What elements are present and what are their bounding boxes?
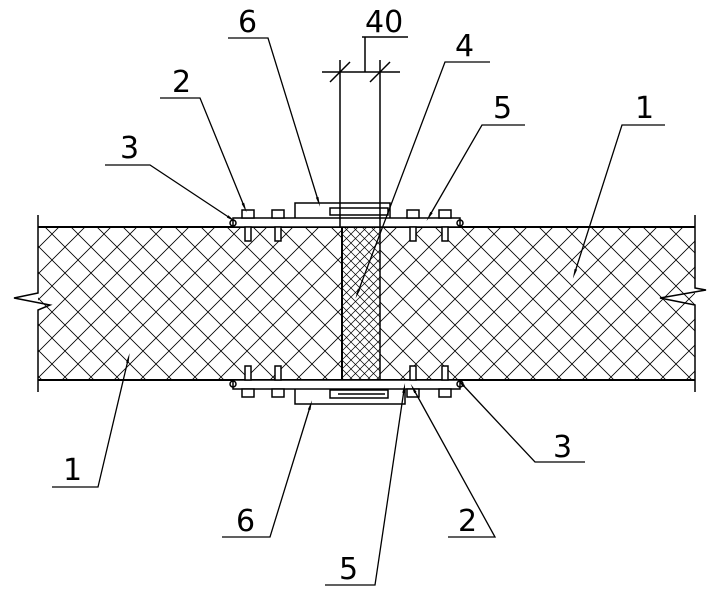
leader-right-1 <box>572 124 665 279</box>
break-line-right <box>659 215 707 392</box>
label-top-5: 5 <box>493 91 512 126</box>
label-top-4: 4 <box>455 29 474 64</box>
label-bottom-3: 3 <box>553 430 572 465</box>
label-bottom-2: 2 <box>458 504 477 539</box>
leader-top-2 <box>160 97 247 213</box>
leader-top-4 <box>355 61 490 299</box>
leader-bottom-6 <box>222 400 313 538</box>
label-top-3: 3 <box>120 131 139 166</box>
top-bolts <box>241 209 452 242</box>
sandwich-panel-right <box>380 227 695 380</box>
label-top-6: 6 <box>238 5 257 40</box>
bottom-cover-plate <box>229 379 464 405</box>
joint-filler <box>341 227 381 380</box>
leader-bottom-5 <box>325 383 406 586</box>
dimension-40 <box>322 36 408 227</box>
leader-bottom-3 <box>457 378 585 463</box>
top-cover-plate <box>229 202 464 228</box>
label-bottom-6: 6 <box>236 504 255 539</box>
break-line-left <box>13 215 53 392</box>
leader-bottom-2 <box>410 383 497 538</box>
label-right-1: 1 <box>635 91 654 126</box>
leader-left-1 <box>52 353 130 488</box>
label-top-2: 2 <box>172 65 191 100</box>
sandwich-panel-left <box>38 227 342 380</box>
leader-top-3 <box>105 164 236 222</box>
dimension-value: 40 <box>365 5 403 40</box>
leader-top-5 <box>426 124 525 222</box>
leader-top-6 <box>228 37 321 207</box>
label-left-1: 1 <box>63 453 82 488</box>
label-bottom-5: 5 <box>339 552 358 587</box>
